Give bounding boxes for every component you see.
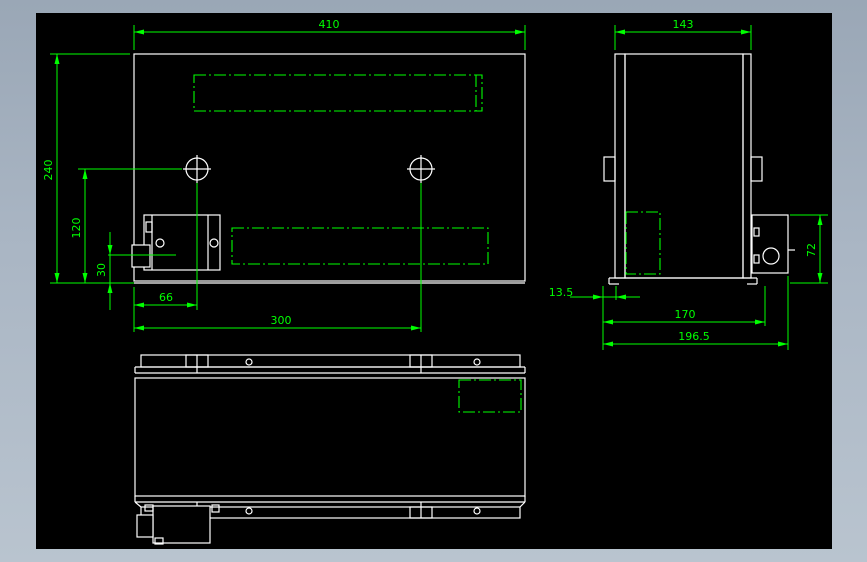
top-connector (136, 504, 220, 545)
side-right-tab (750, 156, 763, 182)
dim-connector-height-label: 30 (95, 263, 108, 277)
dim-box-height-label: 72 (805, 243, 818, 257)
side-connector (751, 214, 795, 274)
top-upper-rail (140, 354, 521, 368)
front-body-outline (133, 53, 526, 282)
side-right-flange (742, 53, 752, 279)
dim-overall-label: 196.5 (678, 330, 710, 343)
front-hole-right (407, 155, 435, 183)
top-lower-rail (140, 506, 521, 519)
front-connector (108, 214, 221, 271)
side-left-tab (603, 156, 616, 182)
front-lower-slot (231, 227, 489, 265)
front-hole-left (183, 155, 211, 183)
side-hidden-box (625, 211, 661, 275)
front-upper-slot (193, 74, 483, 112)
dim-hole-height-label: 120 (70, 218, 83, 239)
top-hidden-box (458, 379, 522, 413)
top-view (134, 354, 526, 545)
side-left-flange (614, 53, 626, 279)
dim-width-label: 410 (319, 18, 340, 31)
dim-hole-spacing-label: 300 (271, 314, 292, 327)
dim-hole-offset-label: 66 (159, 291, 173, 304)
dim-height-label: 240 (42, 160, 55, 181)
side-view (603, 53, 795, 285)
side-dimension-lines (570, 25, 828, 350)
dim-foot-label: 13.5 (549, 286, 574, 299)
dim-base-to-box-label: 170 (675, 308, 696, 321)
side-body (624, 53, 744, 279)
front-dimension-lines (50, 25, 526, 332)
dim-depth-label: 143 (673, 18, 694, 31)
top-body (134, 377, 526, 497)
front-view (108, 53, 526, 284)
dimension-labels: 410 240 120 30 66 300 143 13.5 170 196.5… (42, 18, 818, 343)
